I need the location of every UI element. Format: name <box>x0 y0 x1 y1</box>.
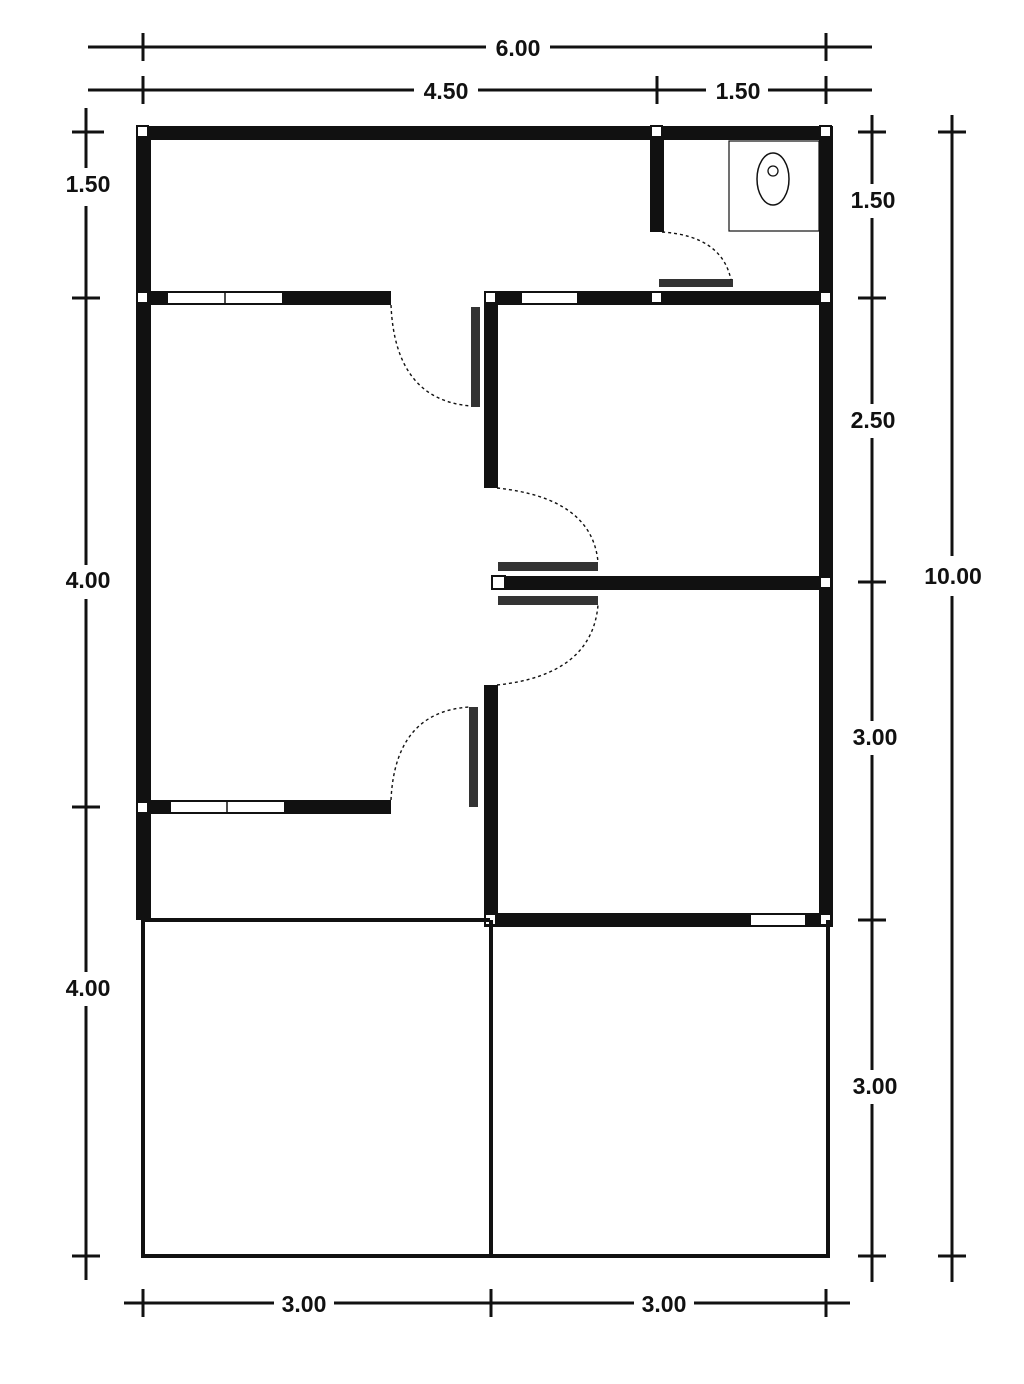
dim-label-right-4: 3.00 <box>853 1073 898 1099</box>
windows <box>166 291 807 927</box>
column-posts <box>136 125 832 926</box>
dim-label-right-2: 2.50 <box>851 407 896 433</box>
left-dimension: 1.50 4.00 4.00 <box>58 108 116 1280</box>
bottom-dimension: 3.00 3.00 <box>124 1289 850 1318</box>
dim-label-top-total: 6.00 <box>496 35 541 61</box>
right-dimension-inner: 1.50 2.50 3.00 3.00 <box>843 115 905 1282</box>
dim-label-left-3: 4.00 <box>66 975 111 1001</box>
bathroom-door-swing <box>661 231 732 281</box>
left-upper-door-swing <box>390 304 472 407</box>
top-dimension-split: 4.50 1.50 <box>88 76 872 105</box>
dim-label-left-1: 1.50 <box>66 171 111 197</box>
dim-label-top-left: 4.50 <box>424 78 469 104</box>
bathroom-door-leaf <box>659 279 733 287</box>
right-lower-door-leaf <box>498 596 598 605</box>
left-upper-door-leaf <box>471 307 480 407</box>
right-lower-door-swing <box>496 604 599 686</box>
dim-label-right-total: 10.00 <box>924 563 982 589</box>
dim-label-bottom-right: 3.00 <box>642 1291 687 1317</box>
doors <box>390 231 733 807</box>
right-upper-door-swing <box>496 487 599 563</box>
left-lower-door-leaf <box>469 707 478 807</box>
dim-label-bottom-left: 3.00 <box>282 1291 327 1317</box>
dim-label-left-2: 4.00 <box>66 567 111 593</box>
right-upper-door-leaf <box>498 562 598 571</box>
dim-label-top-right: 1.50 <box>716 78 761 104</box>
dim-label-right-3: 3.00 <box>853 724 898 750</box>
toilet-icon <box>728 140 820 232</box>
left-lower-door-swing <box>390 706 470 801</box>
dim-label-right-1: 1.50 <box>851 187 896 213</box>
front-yard-outline <box>141 918 830 1258</box>
right-dimension-total: 10.00 <box>914 115 990 1282</box>
top-dimension-total: 6.00 <box>88 33 872 62</box>
